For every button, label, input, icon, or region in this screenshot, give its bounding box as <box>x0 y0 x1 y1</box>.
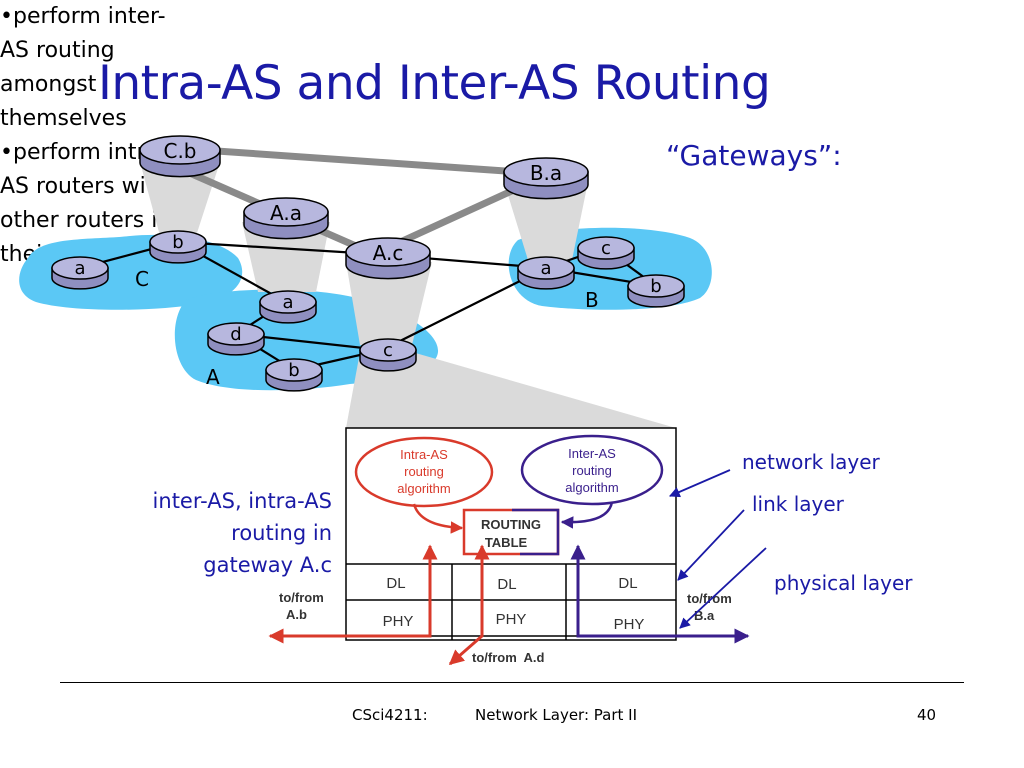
gateway-caption: inter-AS, intra-AS routing in gateway A.… <box>72 485 332 581</box>
router-label: a <box>540 258 551 279</box>
gateway-bullet-line: AS routing <box>0 38 115 63</box>
routing-table-line: TABLE <box>485 535 528 550</box>
cone-ac <box>346 262 432 345</box>
router-label: c <box>601 238 611 259</box>
inter-to-table-arrow <box>560 501 614 529</box>
link-layer-arrow <box>677 509 745 581</box>
router-ca-local: a <box>51 256 109 290</box>
physical-layer-label: physical layer <box>774 571 913 595</box>
router-a-a: A.a <box>243 197 329 240</box>
gateway-bullet-line: other routers in <box>0 208 172 233</box>
dl-label: DL <box>618 575 637 592</box>
gateway-bullet-line: AS routers with <box>0 174 169 199</box>
footer-page-number: 40 <box>917 706 937 724</box>
routing-table <box>462 508 560 556</box>
to-from-bottom: to/from A.d <box>472 650 545 665</box>
router-label: a <box>74 258 85 279</box>
to-from-left: to/from <box>279 590 324 605</box>
router-c-b: C.b <box>139 135 221 178</box>
intra-algo-line: algorithm <box>397 481 450 496</box>
router-label: b <box>288 360 299 381</box>
gateway-bullet-line: themselves <box>0 106 127 131</box>
dl-label: DL <box>386 575 405 592</box>
router-cb-local: b <box>149 230 207 264</box>
router-label: A.a <box>270 201 302 225</box>
router-ac-local: c <box>359 338 417 372</box>
router-bc-local: c <box>577 236 635 270</box>
to-from-right: to/from <box>687 591 732 606</box>
zoom-projection <box>346 352 676 428</box>
router-label: B.a <box>530 161 562 185</box>
router-a-c: A.c <box>345 237 431 280</box>
router-label: a <box>282 292 293 313</box>
as-label-a: A <box>206 365 220 389</box>
intra-path-bottom <box>448 544 490 666</box>
phy-label: PHY <box>496 611 527 628</box>
router-ad-local: d <box>207 322 265 356</box>
gateways-heading: “Gateways”: <box>666 139 842 172</box>
inter-algo-line: routing <box>572 463 612 478</box>
phy-label: PHY <box>383 613 414 630</box>
routing-table-line: ROUTING <box>481 517 541 532</box>
intra-algo-line: routing <box>404 464 444 479</box>
inter-as-algorithm <box>520 434 664 506</box>
inter-algo-line: algorithm <box>565 480 618 495</box>
gateway-bullet-line: amongst <box>0 72 97 97</box>
router-label: C.b <box>163 139 196 163</box>
phy-label: PHY <box>614 616 645 633</box>
router-ba-local: a <box>517 256 575 290</box>
to-from-right: B.a <box>694 608 715 623</box>
intra-path-left <box>268 544 438 644</box>
intra-to-table-arrow <box>412 503 464 534</box>
dl-label: DL <box>497 576 516 593</box>
cone-aa <box>242 222 330 292</box>
router-ab-local: b <box>265 358 323 392</box>
router-label: d <box>230 324 241 345</box>
caption-line: gateway A.c <box>203 553 332 577</box>
cone-ba <box>504 182 588 260</box>
router-label: b <box>172 232 183 253</box>
router-label: c <box>383 340 393 361</box>
inter-path-right <box>570 544 750 644</box>
router-b-a: B.a <box>503 157 589 200</box>
slide-title: Intra-AS and Inter-AS Routing <box>98 56 771 111</box>
router-bb-local: b <box>627 274 685 308</box>
link-cb-ba <box>201 146 521 176</box>
link-layer-label: link layer <box>752 492 844 516</box>
caption-line: inter-AS, intra-AS <box>152 489 332 513</box>
intra-as-algorithm <box>354 436 494 508</box>
to-from-left: A.b <box>286 607 307 622</box>
router-aa-local: a <box>259 290 317 324</box>
network-layer-arrow <box>669 469 731 498</box>
physical-layer-arrow <box>679 547 767 629</box>
footer-course: CSci4211: <box>352 706 428 724</box>
gateways-bullets: •perform inter- AS routing amongst thems… <box>0 0 1024 272</box>
inter-algo-line: Inter-AS <box>568 446 616 461</box>
caption-line: routing in <box>231 521 332 545</box>
router-label: A.c <box>373 241 404 265</box>
link <box>177 240 375 256</box>
gateway-bullet-line: •perform intra- <box>0 140 167 165</box>
network-layer-label: network layer <box>742 450 880 474</box>
as-label-b: B <box>585 288 599 312</box>
gateway-bullet-line: •perform inter- <box>0 4 166 29</box>
as-label-c: C <box>135 267 149 291</box>
intra-algo-line: Intra-AS <box>400 447 448 462</box>
footer-divider <box>60 682 964 683</box>
router-label: b <box>650 276 661 297</box>
footer-topic: Network Layer: Part II <box>475 706 638 724</box>
